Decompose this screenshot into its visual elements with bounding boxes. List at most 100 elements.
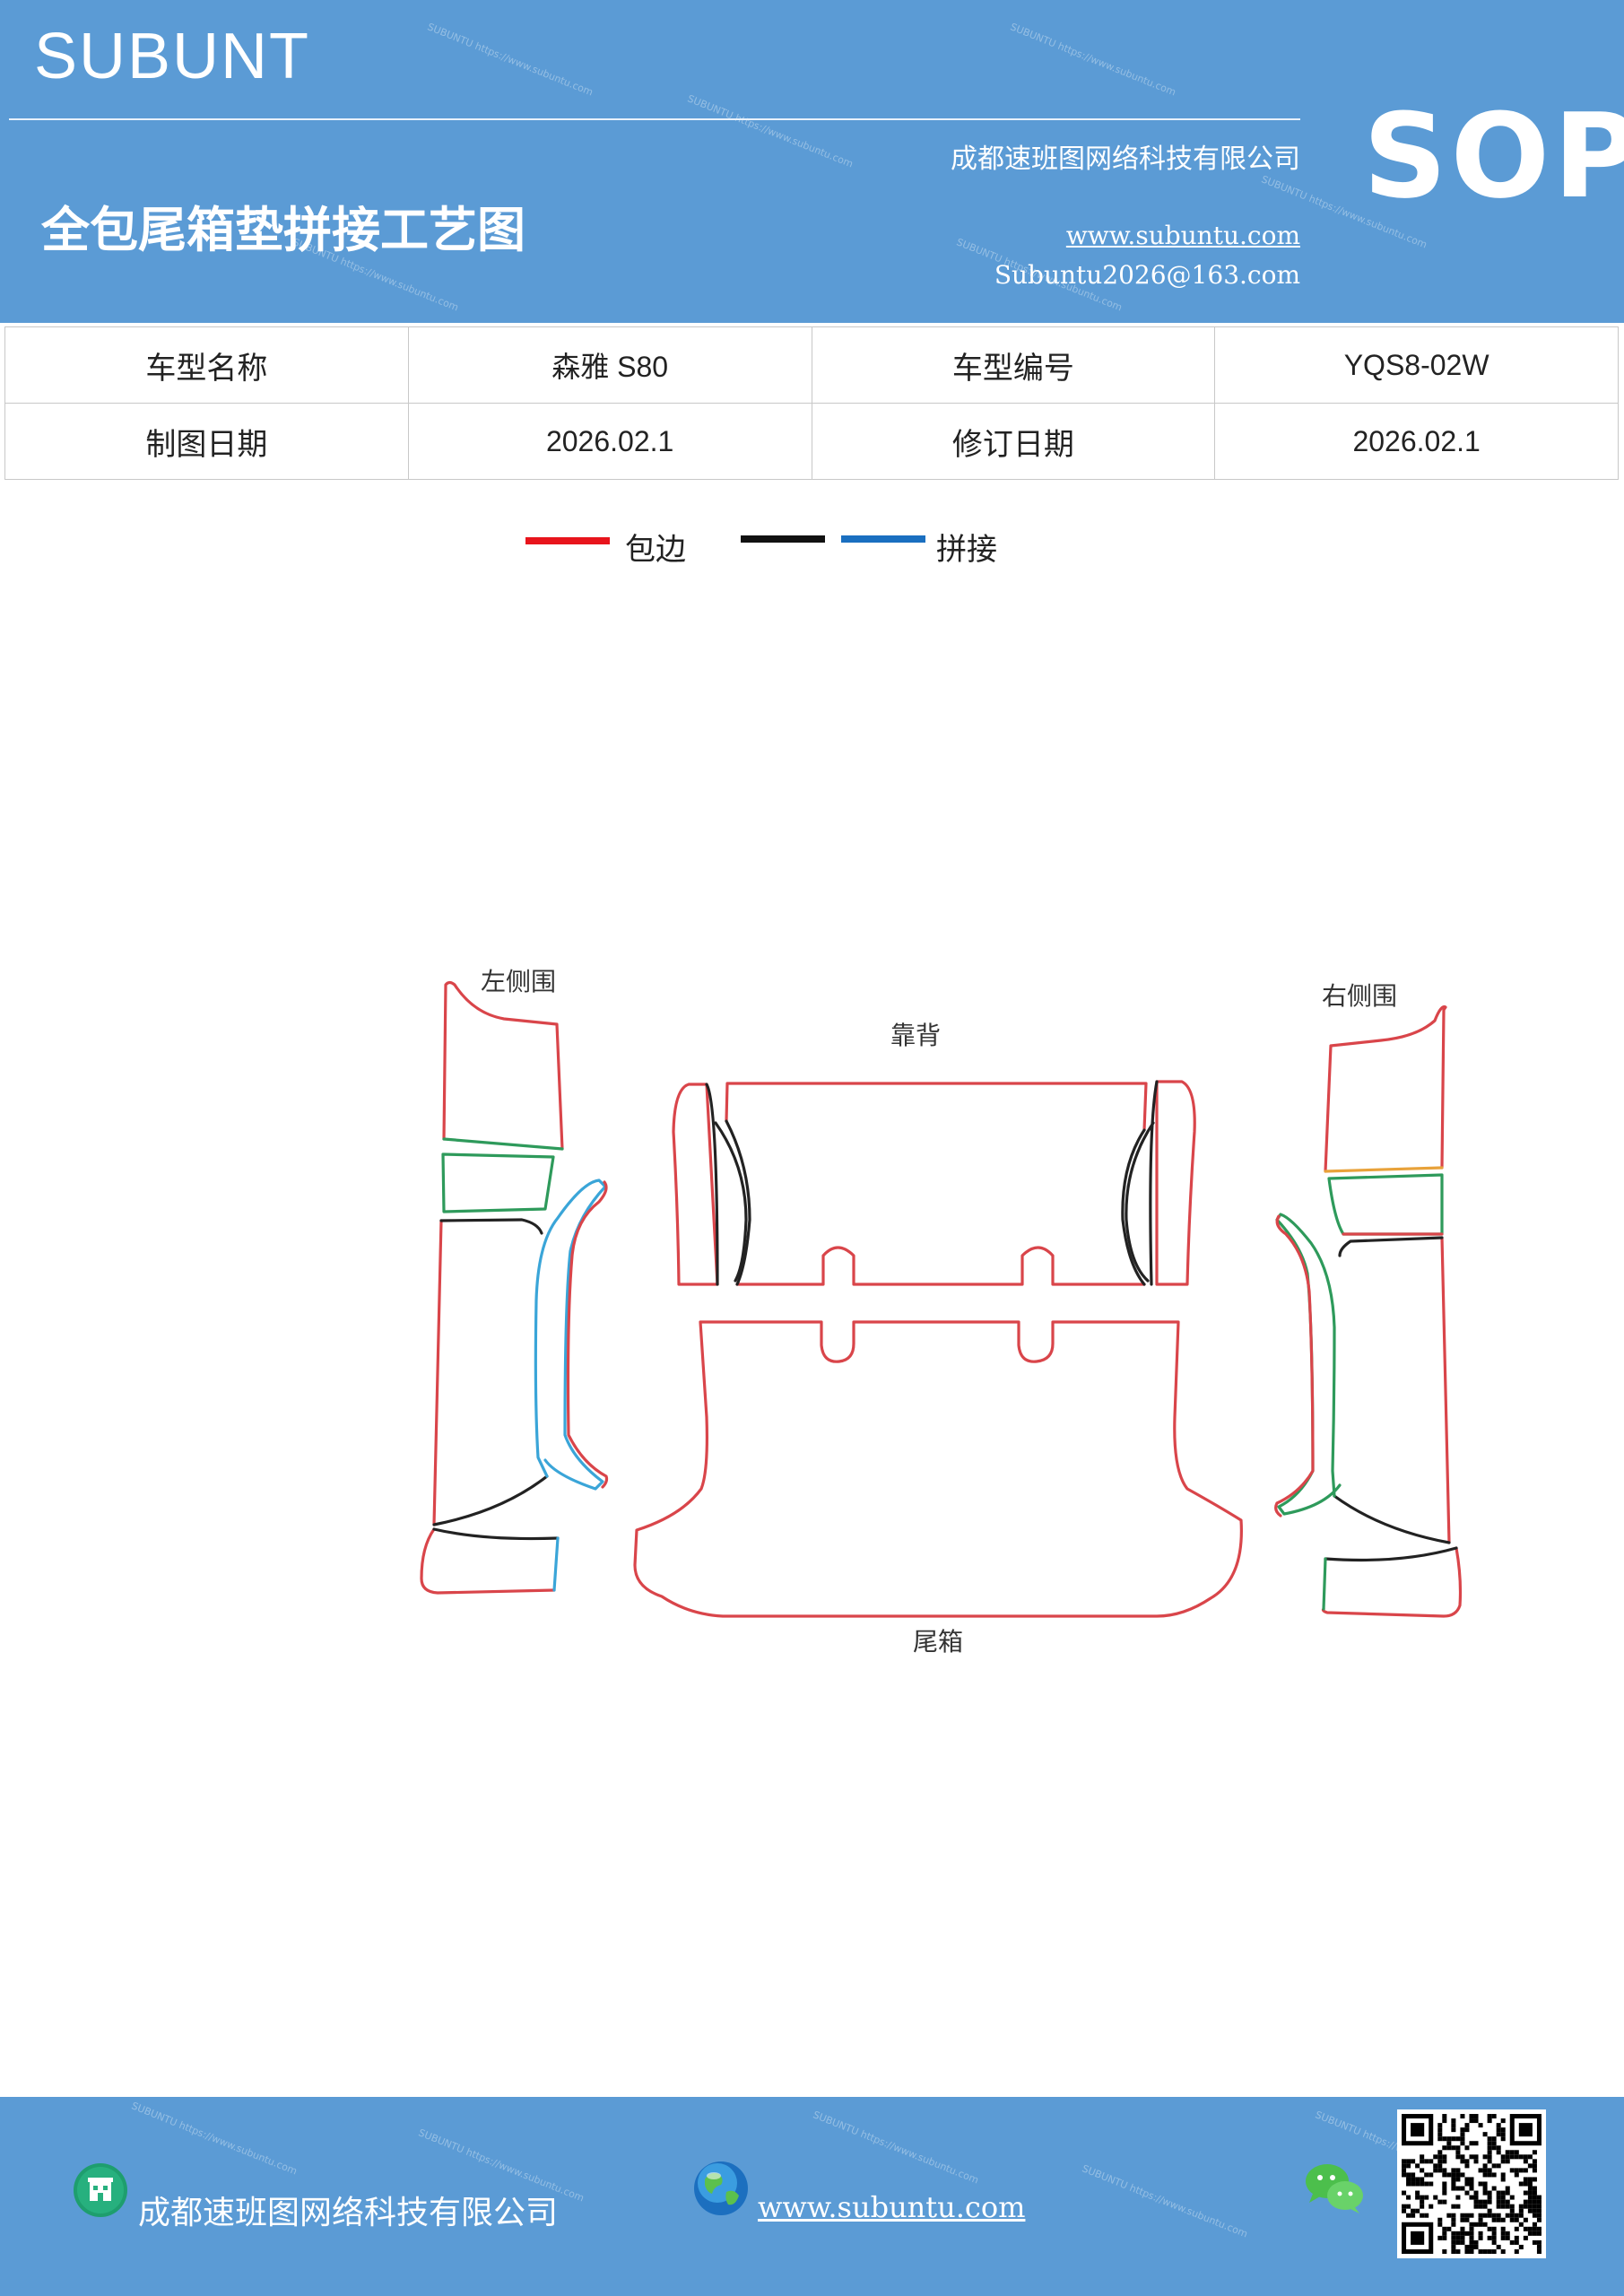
left-top-seam [442,1137,564,1151]
qr-module [1437,2132,1443,2137]
qr-module [1437,2127,1443,2133]
qr-module [1491,2172,1497,2178]
qr-module [1532,2226,1537,2231]
website-link[interactable]: www.subuntu.com [1065,221,1300,250]
qr-module [1514,2235,1519,2240]
qr-module [1451,2231,1456,2236]
qr-module [1442,2154,1447,2160]
qr-module [1536,2199,1541,2205]
qr-module [1505,2150,1510,2155]
left-bottom-piece [420,1527,556,1595]
qr-module [1487,2114,1492,2119]
vehicle-info-table: 车型名称 森雅 S80 车型编号 YQS8-02W 制图日期 2026.02.1… [4,326,1619,480]
qr-module [1487,2154,1492,2160]
left-middle-piece [441,1152,555,1213]
qr-module [1473,2154,1479,2160]
watermark: SUBUNTU https://www.subuntu.com [129,2100,300,2178]
qr-module [1496,2132,1501,2137]
backrest-center-edge [725,1082,1148,1286]
qr-module [1455,2172,1461,2178]
qr-module [1469,2231,1474,2236]
qr-module [1406,2181,1411,2187]
backrest-right-flap-seam [1125,1080,1159,1286]
qr-module [1482,2132,1488,2137]
qr-module [1496,2199,1501,2205]
qr-module [1487,2208,1492,2213]
qr-module [1451,2235,1456,2240]
qr-module [1442,2231,1447,2236]
qr-module [1437,2159,1443,2164]
qr-module [1482,2168,1488,2173]
qr-module [1478,2181,1483,2187]
right-top-piece-edge [1324,1005,1447,1173]
qr-module [1406,2159,1411,2164]
qr-module [1473,2190,1479,2196]
qr-module [1415,2177,1420,2182]
qr-module [1442,2226,1447,2231]
qr-module [1460,2239,1465,2245]
qr-module [1500,2127,1506,2133]
right-bottom-piece [1321,1546,1463,1618]
qr-module [1491,2213,1497,2218]
right-bottom-seam-green [1322,1557,1327,1611]
qr-module [1527,2190,1533,2196]
left-top-piece-edge [442,980,564,1151]
qr-module [1451,2239,1456,2245]
qr-module [1415,2181,1420,2187]
legend-swatch-seam-blue [841,535,925,543]
qr-module [1523,2177,1528,2182]
qr-module [1469,2244,1474,2249]
brand-name: SUBUNT [34,21,311,92]
legend-swatch-edge-red [525,537,610,544]
qr-module [1420,2195,1425,2200]
qr-module [1420,2204,1425,2209]
qr-module [1536,2231,1541,2236]
qr-module [1442,2172,1447,2178]
qr-module [1527,2154,1533,2160]
qr-module [1496,2145,1501,2151]
qr-module [1518,2154,1524,2160]
right-middle-piece [1327,1173,1444,1236]
qr-module [1424,2195,1429,2200]
qr-module [1500,2172,1506,2178]
qr-module [1487,2235,1492,2240]
qr-module [1491,2136,1497,2142]
qr-module [1469,2141,1474,2146]
value-cell-model-name: 森雅 S80 [407,326,812,404]
wechat-icon[interactable] [1302,2160,1367,2217]
qr-module [1523,2204,1528,2209]
footer-website-link[interactable]: www.subuntu.com [758,2190,1026,2224]
qr-module [1455,2235,1461,2240]
qr-module [1469,2213,1474,2218]
qr-module [1527,2186,1533,2191]
qr-module [1406,2204,1411,2209]
qr-module [1433,2154,1438,2160]
qr-module [1473,2118,1479,2124]
right-main-seam-black [1333,1236,1451,1544]
qr-module [1451,2118,1456,2124]
qr-module [1442,2136,1447,2142]
qr-module [1478,2248,1483,2254]
label-right-side: 右侧围 [1322,981,1397,1011]
qr-module [1455,2239,1461,2245]
qr-module [1496,2204,1501,2209]
qr-module [1411,2181,1416,2187]
qr-module [1487,2150,1492,2155]
qr-module [1487,2168,1492,2173]
qr-module [1509,2208,1515,2213]
left-bottom-seam-black [432,1527,560,1541]
qr-module [1469,2177,1474,2182]
qr-module [1482,2154,1488,2160]
qr-module [1532,2168,1537,2173]
qr-module [1415,2190,1420,2196]
qr-module [1460,2136,1465,2142]
qr-module [1527,2226,1533,2231]
email-address[interactable]: Subuntu2026@163.com [994,260,1300,290]
qr-module [1451,2222,1456,2227]
qr-module [1500,2235,1506,2240]
qr-module [1424,2213,1429,2218]
label-cell-revise-date: 修订日期 [811,403,1216,480]
qr-module [1469,2226,1474,2231]
qr-module [1442,2118,1447,2124]
qr-module [1446,2213,1452,2218]
